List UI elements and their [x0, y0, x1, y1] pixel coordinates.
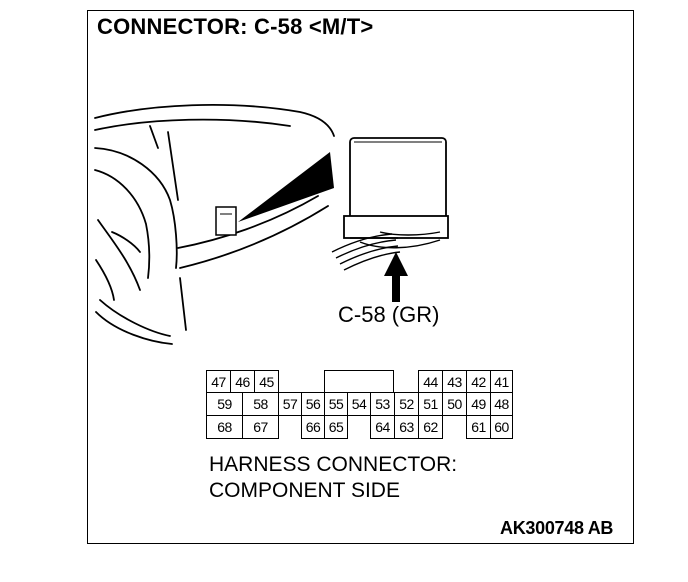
pin-41: 41: [490, 370, 513, 393]
figure-code: AK300748 AB: [500, 518, 614, 538]
pin-43: 43: [442, 370, 467, 393]
pin-67: 67: [242, 415, 279, 439]
pin-51: 51: [418, 392, 443, 416]
pin-46: 46: [230, 370, 255, 393]
figure-title: CONNECTOR: C-58 <M/T>: [97, 14, 374, 39]
figure-frame: [87, 10, 634, 544]
pin-61: 61: [466, 415, 491, 439]
harness-connector-grid: 47 46 45 44 43 42 41 59 58 57 56 55 54 5…: [206, 370, 513, 440]
harness-caption-line2: COMPONENT SIDE: [209, 479, 400, 502]
pin-55: 55: [324, 392, 348, 416]
pin-63: 63: [394, 415, 419, 439]
pin-56: 56: [301, 392, 325, 416]
harness-caption: HARNESS CONNECTOR: COMPONENT SIDE: [209, 452, 457, 504]
pin-65: 65: [324, 415, 348, 439]
pin-44: 44: [418, 370, 443, 393]
pin-45: 45: [254, 370, 279, 393]
connector-callout-label: C-58 (GR): [338, 302, 440, 327]
pin-50: 50: [442, 392, 467, 416]
pin-53: 53: [370, 392, 395, 416]
pin-57: 57: [278, 392, 302, 416]
pin-58: 58: [242, 392, 279, 416]
pin-47: 47: [206, 370, 231, 393]
pin-62: 62: [418, 415, 443, 439]
pin-52: 52: [394, 392, 419, 416]
pin-49: 49: [466, 392, 491, 416]
harness-caption-line1: HARNESS CONNECTOR:: [209, 453, 458, 476]
connector-key-notch: [324, 370, 394, 393]
pin-54: 54: [347, 392, 371, 416]
pin-48: 48: [490, 392, 513, 416]
pin-59: 59: [206, 392, 243, 416]
pin-68: 68: [206, 415, 243, 439]
pin-60: 60: [490, 415, 513, 439]
pin-42: 42: [466, 370, 491, 393]
pin-66: 66: [301, 415, 325, 439]
pin-64: 64: [370, 415, 395, 439]
